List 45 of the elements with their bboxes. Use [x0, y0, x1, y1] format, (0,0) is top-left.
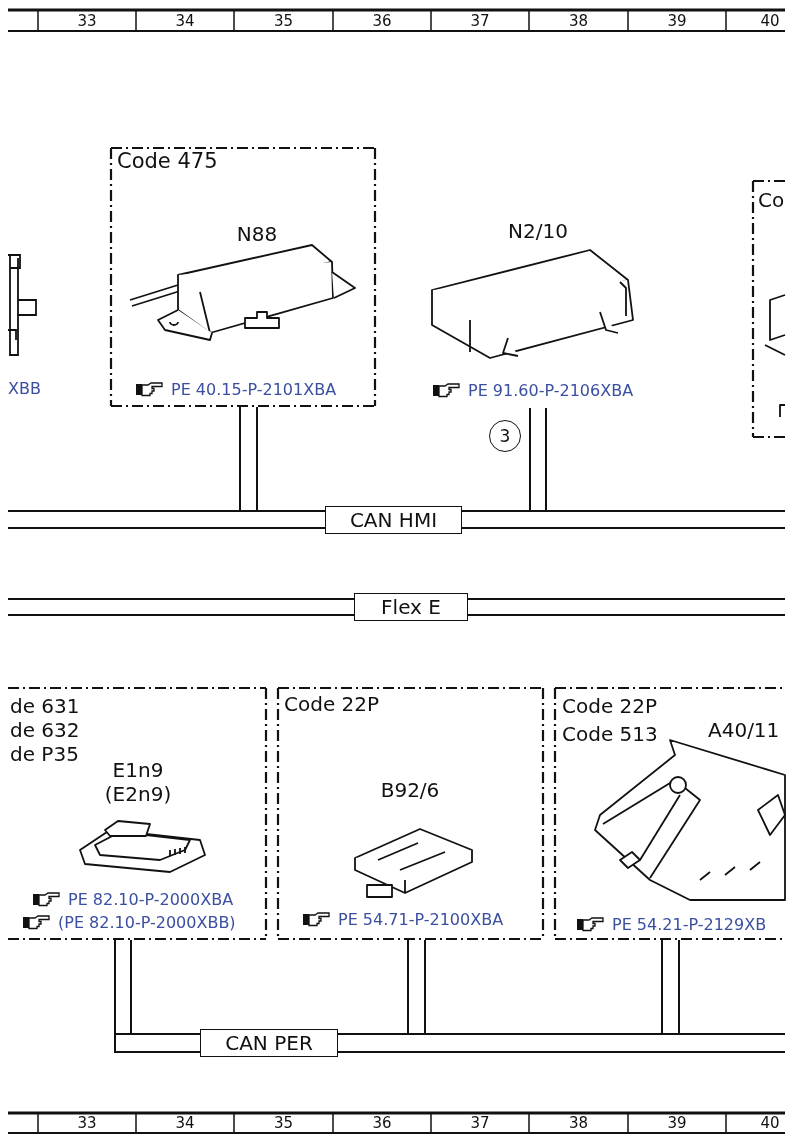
column-number: 39	[667, 1113, 687, 1132]
column-number: 37	[470, 11, 490, 30]
bus-branch-line	[114, 939, 132, 1054]
callout-number: 3	[489, 420, 521, 452]
reference-text: PE 54.71-P-2100XBA	[338, 910, 504, 930]
bus-branch-line	[529, 407, 547, 511]
component-label: E1n9 (E2n9)	[103, 758, 173, 806]
option-code: Code 22P	[284, 691, 380, 716]
option-code: de 631	[10, 693, 80, 718]
reference-text: PE 40.15-P-2101XBA	[171, 380, 337, 400]
option-code: Code 22P	[562, 693, 658, 718]
column-number: 35	[273, 1113, 294, 1132]
column-number: 36	[372, 1113, 392, 1132]
bus-branch-line	[407, 939, 426, 1034]
bus-branch-line	[661, 939, 680, 1034]
component-label: B92/6	[380, 777, 440, 802]
column-number: 38	[568, 11, 589, 30]
option-code: Code 513	[562, 721, 658, 746]
reference-text: XBB	[8, 379, 41, 399]
column-number: 33	[77, 1113, 97, 1132]
column-number: 36	[372, 11, 392, 30]
component-label: A40/11	[708, 717, 780, 742]
option-code: de 632	[10, 717, 80, 742]
column-number: 40	[760, 1113, 780, 1132]
option-code: Co	[758, 187, 785, 212]
reference-text: PE 54.21-P-2129XB	[612, 915, 767, 935]
component-label: N2/10	[508, 218, 568, 243]
column-number: 39	[667, 11, 687, 30]
component-label: N88	[236, 221, 278, 246]
column-number: 34	[175, 11, 195, 30]
bus-branch-line	[239, 406, 258, 511]
column-number: 35	[273, 11, 294, 30]
option-code: Code 475	[117, 148, 218, 175]
column-number: 40	[760, 11, 780, 30]
bus-label: Flex E	[354, 593, 468, 621]
column-number: 37	[470, 1113, 490, 1132]
reference-text: PE 82.10-P-2000XBA	[68, 890, 234, 910]
bus-label: CAN PER	[200, 1029, 338, 1057]
column-number: 38	[568, 1113, 589, 1132]
column-number: 34	[175, 1113, 195, 1132]
option-code: de P35	[10, 741, 79, 766]
reference-text: (PE 82.10-P-2000XBB)	[58, 913, 236, 933]
reference-text: PE 91.60-P-2106XBA	[468, 381, 634, 401]
column-number: 33	[77, 11, 97, 30]
bus-label: CAN HMI	[325, 505, 462, 534]
